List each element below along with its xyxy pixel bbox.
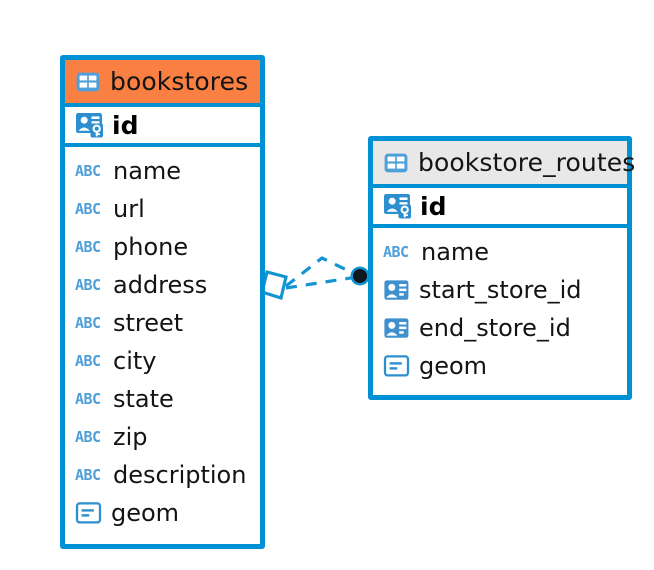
field-label: geom — [419, 352, 488, 380]
field-row[interactable]: ABC name — [373, 233, 627, 271]
field-row[interactable]: ABC zip — [65, 418, 260, 456]
entity-name-label: bookstores — [110, 67, 249, 96]
field-list-bookstore-routes: ABC name start_store_id — [373, 228, 627, 391]
geometry-icon — [75, 501, 103, 525]
field-label: zip — [113, 423, 148, 451]
abc-text-icon: ABC — [383, 242, 409, 261]
primary-key-row-bookstores[interactable]: id — [65, 103, 260, 147]
field-row[interactable]: geom — [373, 347, 627, 385]
abc-text-icon: ABC — [75, 351, 101, 370]
geometry-icon — [383, 354, 411, 378]
field-label: start_store_id — [419, 276, 582, 304]
field-row[interactable]: ABC name — [65, 152, 260, 190]
field-label: description — [113, 461, 247, 489]
field-label: name — [421, 238, 490, 266]
abc-text-icon: ABC — [75, 237, 101, 256]
abc-text-icon: ABC — [75, 161, 101, 180]
field-row[interactable]: ABC city — [65, 342, 260, 380]
field-row[interactable]: ABC address — [65, 266, 260, 304]
table-icon — [75, 71, 101, 93]
entity-bookstore-routes[interactable]: bookstore_routes — [368, 136, 635, 400]
abc-text-icon: ABC — [75, 275, 101, 294]
field-label: state — [113, 385, 174, 413]
field-label: name — [113, 157, 182, 185]
abc-text-icon: ABC — [75, 313, 101, 332]
primary-key-row-bookstore-routes[interactable]: id — [373, 184, 627, 228]
field-label: geom — [111, 499, 180, 527]
abc-text-icon: ABC — [75, 465, 101, 484]
field-label: url — [113, 195, 145, 223]
abc-text-icon: ABC — [75, 199, 101, 218]
relationship-line-lower — [285, 275, 358, 290]
field-label: phone — [113, 233, 189, 261]
field-label: address — [113, 271, 208, 299]
abc-text-icon: ABC — [75, 427, 101, 446]
primary-key-icon — [383, 192, 413, 220]
primary-key-label: id — [112, 110, 139, 140]
field-row[interactable]: end_store_id — [373, 309, 627, 347]
field-row[interactable]: ABC url — [65, 190, 260, 228]
field-row[interactable]: geom — [65, 494, 260, 532]
filled-circle-marker — [350, 266, 370, 286]
entity-header-bookstores[interactable]: bookstores — [65, 60, 260, 103]
primary-key-icon — [75, 111, 105, 139]
field-label: end_store_id — [419, 314, 571, 342]
rhombus-marker — [260, 270, 288, 301]
relationship-line-upper — [285, 256, 358, 288]
entity-bookstores[interactable]: bookstores — [60, 55, 265, 549]
entity-header-bookstore-routes[interactable]: bookstore_routes — [373, 141, 635, 184]
field-row[interactable]: ABC state — [65, 380, 260, 418]
abc-text-icon: ABC — [75, 389, 101, 408]
field-list-bookstores: ABC name ABC url ABC phone ABC address A… — [65, 147, 260, 538]
field-row[interactable]: ABC street — [65, 304, 260, 342]
field-label: city — [113, 347, 157, 375]
field-row[interactable]: start_store_id — [373, 271, 627, 309]
entity-name-label: bookstore_routes — [418, 148, 636, 177]
field-label: street — [113, 309, 184, 337]
foreign-key-icon — [383, 278, 411, 302]
field-row[interactable]: ABC phone — [65, 228, 260, 266]
table-icon — [383, 152, 409, 174]
field-row[interactable]: ABC description — [65, 456, 260, 494]
primary-key-label: id — [420, 191, 447, 221]
foreign-key-icon — [383, 316, 411, 340]
